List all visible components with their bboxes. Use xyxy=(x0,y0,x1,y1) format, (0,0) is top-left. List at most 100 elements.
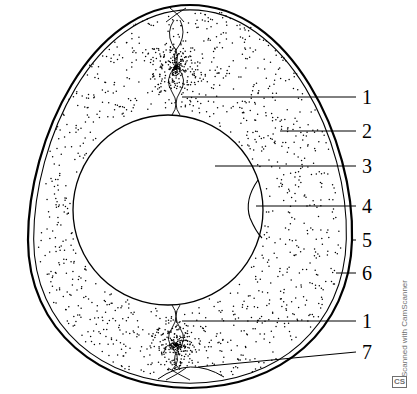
albumen-dot xyxy=(46,228,48,230)
albumen-dot xyxy=(99,343,101,345)
albumen-dot xyxy=(255,328,256,330)
albumen-dot xyxy=(164,81,166,83)
albumen-dot xyxy=(163,55,165,57)
albumen-dot xyxy=(289,251,291,253)
albumen-dot xyxy=(240,36,242,38)
albumen-dot xyxy=(183,48,185,50)
albumen-dot xyxy=(153,60,155,62)
albumen-dot xyxy=(257,281,259,283)
albumen-dot xyxy=(76,289,78,291)
albumen-dot xyxy=(300,132,302,134)
albumen-dot xyxy=(273,83,275,85)
albumen-dot xyxy=(182,92,184,94)
albumen-dot xyxy=(300,168,302,170)
albumen-dot xyxy=(208,21,210,23)
albumen-dot xyxy=(206,111,208,113)
albumen-dot xyxy=(113,62,115,64)
albumen-dot xyxy=(303,135,305,137)
albumen-dot xyxy=(59,173,61,175)
albumen-dot xyxy=(184,346,186,348)
albumen-dot xyxy=(254,102,256,104)
albumen-dot xyxy=(180,75,182,77)
albumen-dot xyxy=(147,364,149,366)
albumen-dot xyxy=(171,78,173,80)
albumen-dot xyxy=(180,344,182,346)
albumen-dot xyxy=(175,84,177,86)
albumen-dot xyxy=(117,104,119,106)
albumen-dot xyxy=(288,79,290,81)
albumen-dot xyxy=(177,34,179,36)
albumen-dot xyxy=(191,342,193,344)
albumen-dot xyxy=(152,48,154,50)
albumen-dot xyxy=(306,131,308,133)
albumen-dot xyxy=(183,350,185,352)
albumen-dot xyxy=(175,67,177,69)
albumen-dot xyxy=(169,352,171,354)
albumen-dot xyxy=(176,335,178,337)
albumen-dot xyxy=(180,59,182,61)
germinal-disc xyxy=(248,180,262,238)
albumen-dot xyxy=(255,341,257,343)
albumen-dot xyxy=(271,330,273,332)
albumen-dot xyxy=(165,75,167,77)
albumen-dot xyxy=(132,107,134,109)
albumen-dot xyxy=(40,261,42,263)
albumen-dot xyxy=(254,358,256,360)
albumen-dot xyxy=(247,144,249,146)
albumen-dot xyxy=(111,339,113,341)
albumen-dot xyxy=(270,138,272,140)
albumen-dot xyxy=(335,252,337,254)
albumen-dot xyxy=(74,325,76,327)
albumen-dot xyxy=(170,47,172,49)
albumen-dot xyxy=(285,80,287,82)
albumen-dot xyxy=(126,42,128,44)
albumen-dot xyxy=(246,58,248,60)
albumen-dot xyxy=(112,361,114,363)
albumen-dot xyxy=(62,241,64,243)
albumen-dot xyxy=(281,129,283,131)
albumen-dot xyxy=(266,305,268,307)
albumen-dot xyxy=(295,135,297,137)
albumen-dot xyxy=(69,132,71,134)
albumen-dot xyxy=(75,131,77,133)
albumen-dot xyxy=(251,317,253,319)
albumen-dot xyxy=(299,127,301,129)
albumen-dot xyxy=(260,279,262,281)
albumen-dot xyxy=(223,356,225,358)
albumen-dot xyxy=(306,269,308,271)
albumen-dot xyxy=(207,81,209,83)
albumen-dot xyxy=(178,53,180,55)
albumen-dot xyxy=(122,57,124,59)
albumen-dot xyxy=(144,60,146,62)
albumen-dot xyxy=(193,73,195,75)
albumen-dot xyxy=(93,121,95,123)
albumen-dot xyxy=(81,334,83,336)
albumen-dot xyxy=(252,328,254,330)
albumen-dot xyxy=(147,23,149,25)
albumen-dot xyxy=(338,231,340,233)
albumen-dot xyxy=(160,364,162,366)
albumen-dot xyxy=(255,141,257,143)
albumen-dot xyxy=(168,60,170,62)
albumen-dot xyxy=(175,344,177,346)
albumen-dot xyxy=(174,364,176,366)
albumen-dot xyxy=(312,314,314,316)
albumen-dot xyxy=(244,27,246,29)
albumen-dot xyxy=(170,46,172,48)
albumen-dot xyxy=(244,101,246,103)
albumen-dot xyxy=(49,238,51,240)
albumen-dot xyxy=(156,329,158,331)
albumen-dot xyxy=(298,186,300,188)
albumen-dot xyxy=(221,351,223,353)
albumen-dot xyxy=(132,47,134,49)
albumen-dot xyxy=(84,154,86,156)
albumen-dot xyxy=(180,361,182,363)
albumen-dot xyxy=(172,62,174,64)
albumen-dot xyxy=(269,342,271,344)
albumen-dot xyxy=(161,334,163,336)
albumen-dot xyxy=(193,346,195,348)
albumen-dot xyxy=(175,67,177,69)
albumen-dot xyxy=(257,321,259,323)
albumen-dot xyxy=(152,57,154,59)
albumen-dot xyxy=(174,75,176,77)
